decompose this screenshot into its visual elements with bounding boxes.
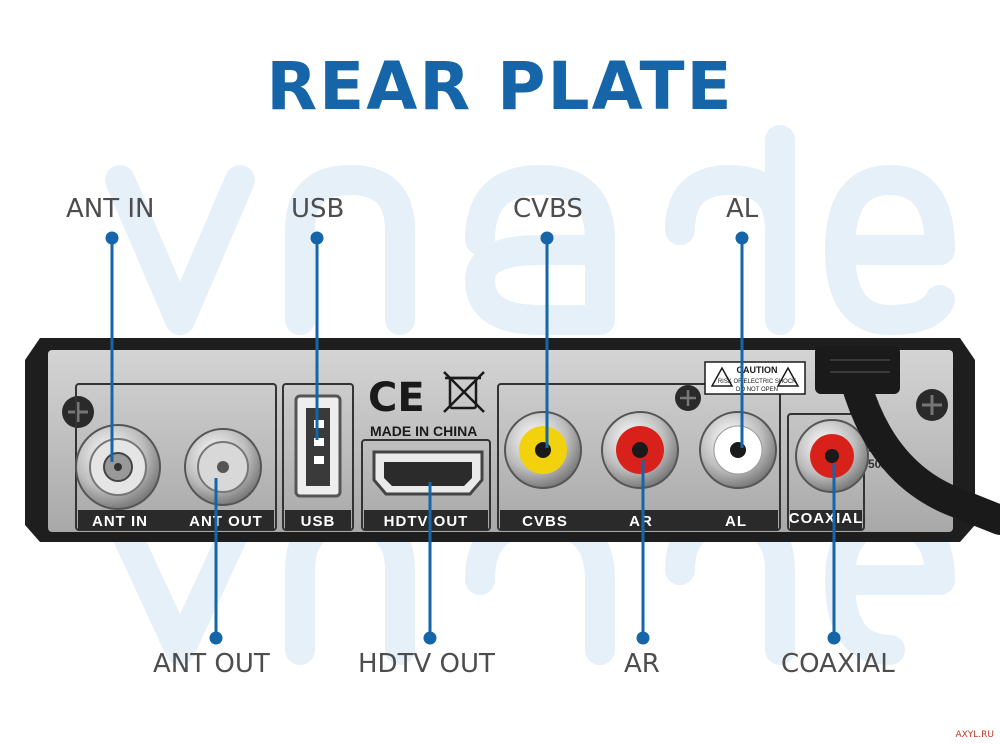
ant-in-connector [75,424,161,510]
hdmi-port [372,450,484,496]
panel-label-hdtv-out: HDTV OUT [384,513,469,530]
caution-label: CAUTION RISK OF ELECTRIC SHOCK DO NOT OP… [704,361,806,395]
al-rca-jack [699,411,777,489]
panel-label-al: AL [725,513,747,530]
panel-label-ant-out: ANT OUT [189,513,263,530]
weee-bin-icon [443,371,485,413]
power-cord [815,346,1000,535]
leader-dot-ant-out [209,631,223,645]
leader-dot-ar [636,631,650,645]
leader-dot-usb [310,231,324,245]
svg-text:RISK OF ELECTRIC SHOCK: RISK OF ELECTRIC SHOCK [718,379,796,385]
coaxial-rca-jack [795,419,869,493]
callout-ant-out: ANT OUT [153,649,270,679]
leader-dot-cvbs [540,231,554,245]
panel-label-usb: USB [301,513,336,530]
callout-cvbs: CVBS [513,194,583,224]
panel-label-coaxial: COAXIAL [789,510,864,527]
cvbs-rca-jack [504,411,582,489]
callout-hdtv-out: HDTV OUT [358,649,495,679]
callout-ant-in: ANT IN [66,194,155,224]
page-title: REAR PLATE [266,48,734,125]
leader-dot-ant-in [105,231,119,245]
callout-ar: AR [624,649,660,679]
ar-rca-jack [601,411,679,489]
svg-text:DO NOT OPEN: DO NOT OPEN [736,387,778,393]
ce-mark: CE [368,375,425,421]
callout-al: AL [726,194,759,224]
leader-dot-al [735,231,749,245]
panel-label-ar: AR [629,513,653,530]
screw-icon-center [675,385,701,411]
screw-icon-left [62,396,94,428]
callout-usb: USB [291,194,345,224]
leader-dot-hdtv-out [423,631,437,645]
screw-icon-right [916,389,948,421]
svg-text:CAUTION: CAUTION [737,365,778,375]
site-watermark-text: AXYL.RU [955,730,994,740]
panel-label-ant-in: ANT IN [92,513,148,530]
leader-dot-coaxial [827,631,841,645]
callout-coaxial: COAXIAL [781,649,895,679]
panel-label-cvbs: CVBS [522,513,568,530]
ant-out-connector [184,428,262,506]
made-in-marking: MADE IN CHINA [370,423,477,439]
